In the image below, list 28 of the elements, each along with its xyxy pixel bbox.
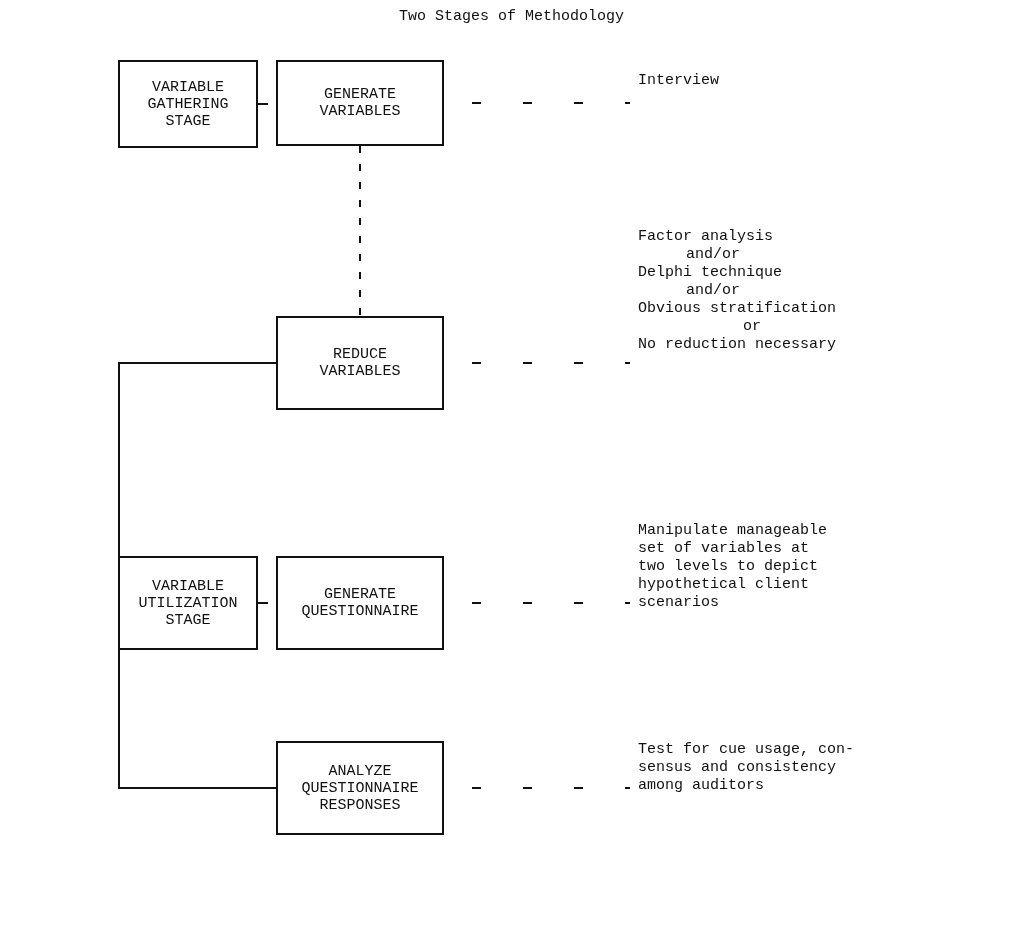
connector-line [257, 103, 269, 105]
method-note: Factor analysis [638, 228, 775, 246]
process-box [276, 316, 444, 410]
method-note: No reduction necessary [638, 336, 838, 354]
method-note: and/or [685, 246, 741, 264]
method-note: Delphi technique [638, 264, 784, 282]
box-label: VARIABLE UTILIZATION STAGE [137, 577, 239, 629]
process-box [118, 556, 258, 650]
method-note: Manipulate manageable set of variables at two levels to depict hypothetical client scenarios [638, 522, 829, 612]
process-box [118, 60, 258, 148]
method-note: and/or [685, 282, 741, 300]
box-label: VARIABLE GATHERING STAGE [146, 78, 230, 130]
process-box [276, 741, 444, 835]
method-note: Test for cue usage, con-sensus and consistency among auditors [638, 741, 856, 795]
connector-line [257, 602, 269, 604]
connector-line [118, 362, 277, 557]
method-note: Obvious stratification [638, 300, 838, 318]
box-label: REDUCE VARIABLES [318, 346, 402, 380]
process-box [276, 556, 444, 650]
diagram-title: Two Stages of Methodology [398, 8, 624, 25]
connector-line [118, 649, 277, 789]
box-label: GENERATE QUESTIONNAIRE [300, 586, 420, 620]
box-label: GENERATE VARIABLES [318, 86, 402, 120]
dashed-connector [359, 145, 361, 317]
process-box [276, 60, 444, 146]
box-label: ANALYZE QUESTIONNAIRE RESPONSES [300, 762, 420, 814]
method-note: Interview [638, 72, 720, 90]
method-note: or [742, 318, 762, 336]
